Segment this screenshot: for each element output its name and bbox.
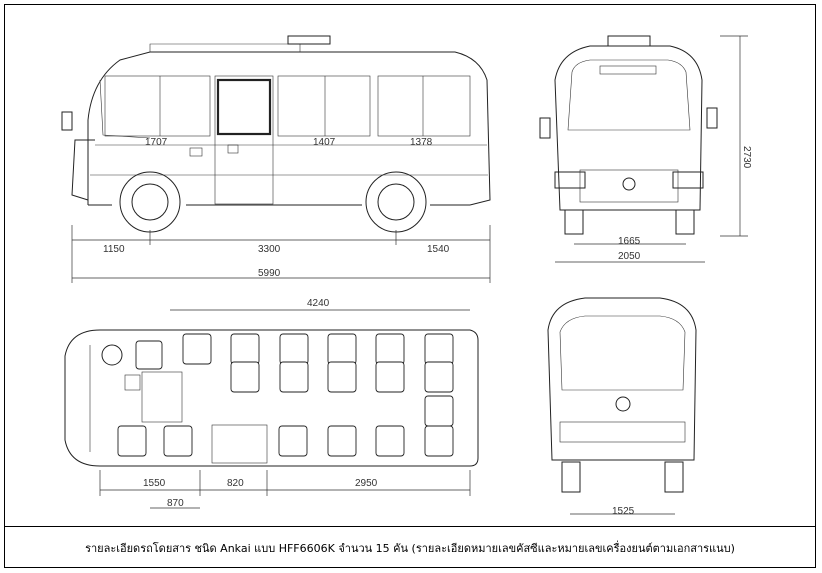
destination-sign xyxy=(599,65,657,75)
engine-cover xyxy=(141,371,183,423)
headlight-left xyxy=(554,171,586,189)
dim-rear-overhang: 1540 xyxy=(427,244,450,255)
seat xyxy=(375,333,405,365)
seat xyxy=(424,395,454,427)
dim-plan-top: 4240 xyxy=(307,298,330,309)
window-dim-label: 1707 xyxy=(145,137,168,148)
front-body-outline xyxy=(554,45,703,211)
steering-wheel xyxy=(101,344,123,366)
seat xyxy=(375,425,405,457)
roof-hatch-front xyxy=(607,35,651,47)
rear-wheel-rim xyxy=(377,183,415,221)
rear-body-outline xyxy=(547,297,697,461)
seat xyxy=(424,361,454,393)
roof-edge xyxy=(149,43,301,52)
dim-front-width: 2050 xyxy=(618,251,641,262)
dim-plan-a: 1550 xyxy=(143,478,166,489)
side-body-outline xyxy=(87,51,491,206)
rear-tire-left xyxy=(561,461,581,493)
window-rear xyxy=(377,75,471,137)
mirror-right xyxy=(706,107,718,129)
seat xyxy=(327,333,357,365)
front-wheel xyxy=(119,171,181,233)
rear-window xyxy=(559,315,686,391)
dim-front-track: 1665 xyxy=(618,236,641,247)
caption-bar: รายละเอียดรถโดยสาร ชนิด Ankai แบบ HFF660… xyxy=(4,526,816,568)
seat xyxy=(230,333,260,365)
door-step-area xyxy=(211,424,268,464)
front-tire-left xyxy=(564,209,584,235)
rear-bumper xyxy=(559,421,686,443)
brand-logo xyxy=(622,177,636,191)
seat xyxy=(230,361,260,393)
window-dim-label: 1407 xyxy=(313,137,336,148)
headlight-right xyxy=(672,171,704,189)
plan-view: 4240 1550 870 820 2950 xyxy=(64,298,479,509)
door-window xyxy=(216,78,272,136)
window-dim-label: 1378 xyxy=(410,137,433,148)
dim-plan-b: 870 xyxy=(167,498,184,509)
window-front xyxy=(104,75,211,137)
dim-rear-track: 1525 xyxy=(612,506,635,517)
drawing-frame xyxy=(4,4,816,568)
seat xyxy=(424,333,454,365)
seat xyxy=(278,425,308,457)
rear-tire-right xyxy=(664,461,684,493)
seat xyxy=(279,361,309,393)
dim-plan-d: 2950 xyxy=(355,478,378,489)
fuel-cap xyxy=(189,147,203,157)
rear-wheel xyxy=(365,171,427,233)
seat xyxy=(327,425,357,457)
dim-wheelbase: 3300 xyxy=(258,244,281,255)
front-view: 2730 1665 2050 xyxy=(539,35,752,263)
grille xyxy=(579,169,679,203)
plan-body-outline xyxy=(64,329,479,467)
dim-front-overhang: 1150 xyxy=(103,244,125,255)
seat xyxy=(117,425,147,457)
mirror-left xyxy=(539,117,551,139)
roof-hatch xyxy=(287,35,331,45)
side-view: 1707 1407 1378 1150 3300 1540 5990 xyxy=(61,35,491,283)
door-outline xyxy=(214,75,274,205)
windshield-line xyxy=(99,79,151,139)
gear-box xyxy=(124,374,141,391)
seat xyxy=(327,361,357,393)
seat xyxy=(375,361,405,393)
dim-plan-c: 820 xyxy=(227,478,244,489)
seat xyxy=(163,425,193,457)
front-wheel-rim xyxy=(131,183,169,221)
seat xyxy=(424,425,454,457)
rear-logo xyxy=(615,396,631,412)
door-handle xyxy=(227,144,239,154)
seat-group xyxy=(117,333,454,457)
driver-seat xyxy=(135,340,163,370)
windshield xyxy=(567,59,691,131)
caption-text: รายละเอียดรถโดยสาร ชนิด Ankai แบบ HFF660… xyxy=(85,541,735,555)
seat xyxy=(279,333,309,365)
dim-front-height: 2730 xyxy=(741,146,752,169)
front-tire-right xyxy=(675,209,695,235)
dim-total-length: 5990 xyxy=(258,268,281,279)
window-middle xyxy=(277,75,371,137)
rear-view: 1525 xyxy=(547,297,697,517)
side-mirror xyxy=(61,111,73,131)
front-bumper-outline xyxy=(71,139,95,201)
seat xyxy=(182,333,212,365)
